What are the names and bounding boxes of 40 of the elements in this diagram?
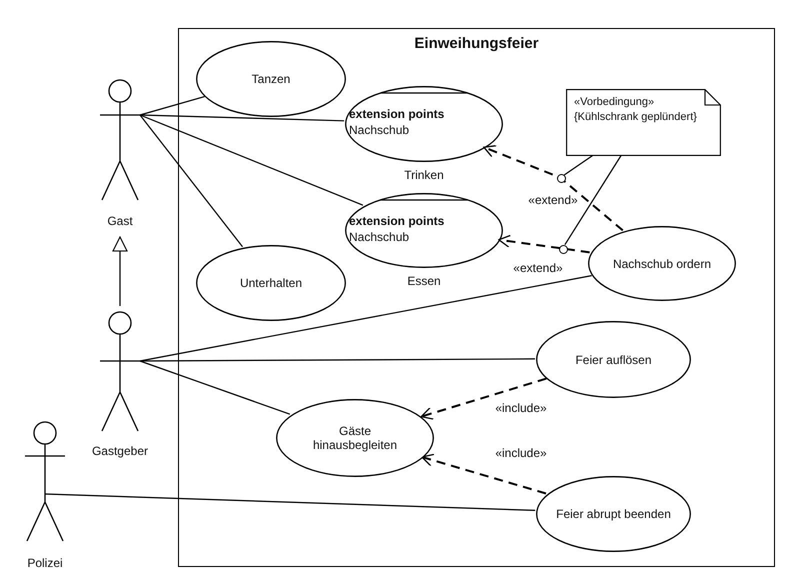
- use-case-label: Unterhalten: [240, 276, 302, 290]
- association-line: [140, 96, 205, 116]
- actor-name: Gast: [106, 214, 134, 228]
- system-boundary: [178, 28, 775, 567]
- association-line: [140, 114, 243, 248]
- use-case-label: Feier auflösen: [575, 352, 652, 366]
- dependency-arrow: [420, 378, 547, 420]
- association-line: [140, 358, 535, 362]
- use-case-label: Nachschub ordern: [612, 256, 712, 270]
- compartment-heading: extension points: [349, 214, 444, 228]
- association-line: [44, 493, 536, 511]
- association-line: [564, 154, 594, 176]
- edge-label: «extend»: [512, 261, 564, 275]
- note-text: {Kühlschrank geplündert}: [574, 110, 698, 125]
- actor-name: Gastgeber: [90, 444, 150, 458]
- dependency-arrow: [498, 234, 590, 254]
- use-case-name: Trinken: [403, 168, 445, 182]
- extension-point-label: Nachschub: [349, 123, 410, 137]
- system-title: Einweihungsfeier: [413, 35, 540, 52]
- use-case-label: Feier abrupt beenden: [556, 507, 671, 521]
- edge-label: «include»: [494, 401, 548, 415]
- extension-point-circle: [559, 245, 568, 254]
- association-line: [564, 154, 622, 246]
- generalization-arrow: [112, 236, 128, 306]
- use-case-label: Tanzen: [252, 72, 290, 86]
- actor-name: Polizei: [26, 556, 64, 570]
- association-line: [140, 114, 344, 122]
- dependency-arrow: [421, 454, 546, 494]
- association-line: [140, 360, 290, 415]
- dependency-arrow: [483, 145, 624, 232]
- use-case-name: Essen: [406, 274, 442, 288]
- edge-label: «extend»: [527, 193, 579, 207]
- extension-point-circle: [557, 174, 566, 183]
- association-line: [140, 114, 364, 206]
- extension-point-label: Nachschub: [349, 230, 410, 244]
- note-text: «Vorbedingung»: [574, 95, 656, 110]
- compartment-heading: extension points: [349, 107, 444, 121]
- association-line: [140, 275, 592, 362]
- use-case-label: Gäste hinausbegleiten: [312, 424, 398, 452]
- edge-label: «include»: [494, 446, 548, 460]
